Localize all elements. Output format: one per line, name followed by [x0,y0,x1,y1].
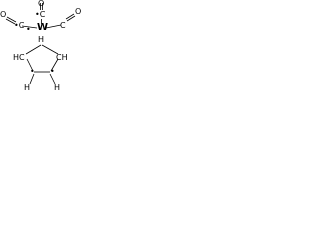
bond-lines [5,3,76,85]
tungsten-carbonyl-structure: O •C O •C O C W • H HC CH • • H H [0,0,87,95]
ring-bottom-right-h-label: H [54,83,61,92]
tungsten-label: W [37,22,49,33]
ring-bottom-left-dot: • [30,67,35,76]
right-carbon-label: C [60,21,66,30]
left-oxygen-label: O [0,10,7,19]
top-oxygen-label: O [38,0,45,8]
left-carbon-label: •C [14,21,25,30]
top-carbon-label: •C [35,10,46,19]
ring-bottom-left-h-label: H [24,83,31,92]
ring-left-ch-label: HC [13,53,25,62]
right-oxygen-label: O [75,7,82,16]
ring-top-h-label: H [38,35,45,44]
radical-dot: • [26,25,31,34]
ring-right-ch-label: CH [56,53,68,62]
ring-bottom-right-dot: • [50,67,55,76]
